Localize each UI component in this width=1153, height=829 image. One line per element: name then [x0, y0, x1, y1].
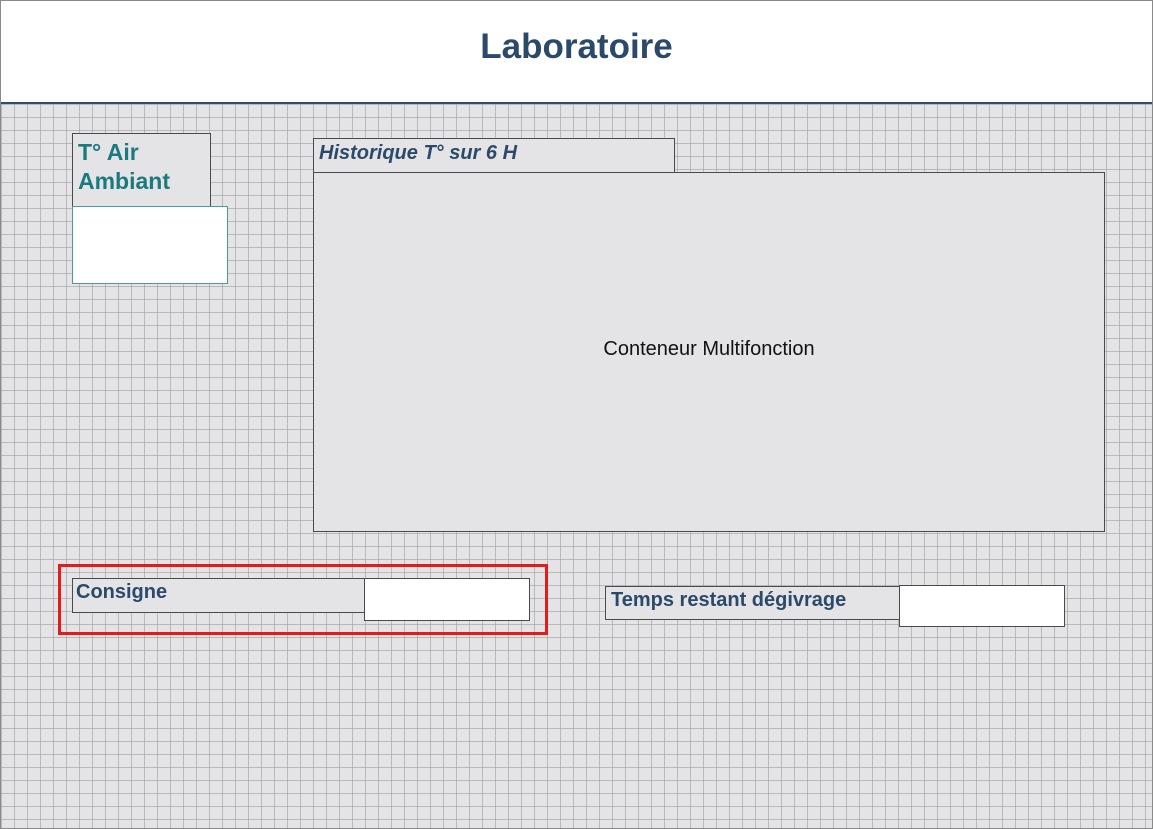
air-ambiant-label: T° Air Ambiant: [78, 139, 170, 194]
page-title: Laboratoire: [480, 27, 673, 66]
consigne-label-box: [72, 578, 366, 613]
consigne-label: Consigne: [76, 581, 168, 603]
consigne-highlight-frame: [58, 564, 548, 635]
temps-restant-label: Temps restant dégivrage: [611, 589, 847, 611]
consigne-input-field[interactable]: [364, 578, 530, 621]
historique-placeholder-text: Conteneur Multifonction: [603, 338, 815, 360]
air-ambiant-label-box: [72, 133, 211, 207]
historique-title: Historique T° sur 6 H: [319, 142, 518, 164]
header-bar: Laboratoire: [1, 1, 1152, 104]
air-ambiant-value-display: [72, 206, 228, 284]
historique-title-tab: [313, 138, 675, 174]
temps-restant-value-display: [899, 585, 1065, 627]
historique-multifunction-container[interactable]: [313, 172, 1105, 532]
temps-restant-label-box: [605, 586, 901, 620]
